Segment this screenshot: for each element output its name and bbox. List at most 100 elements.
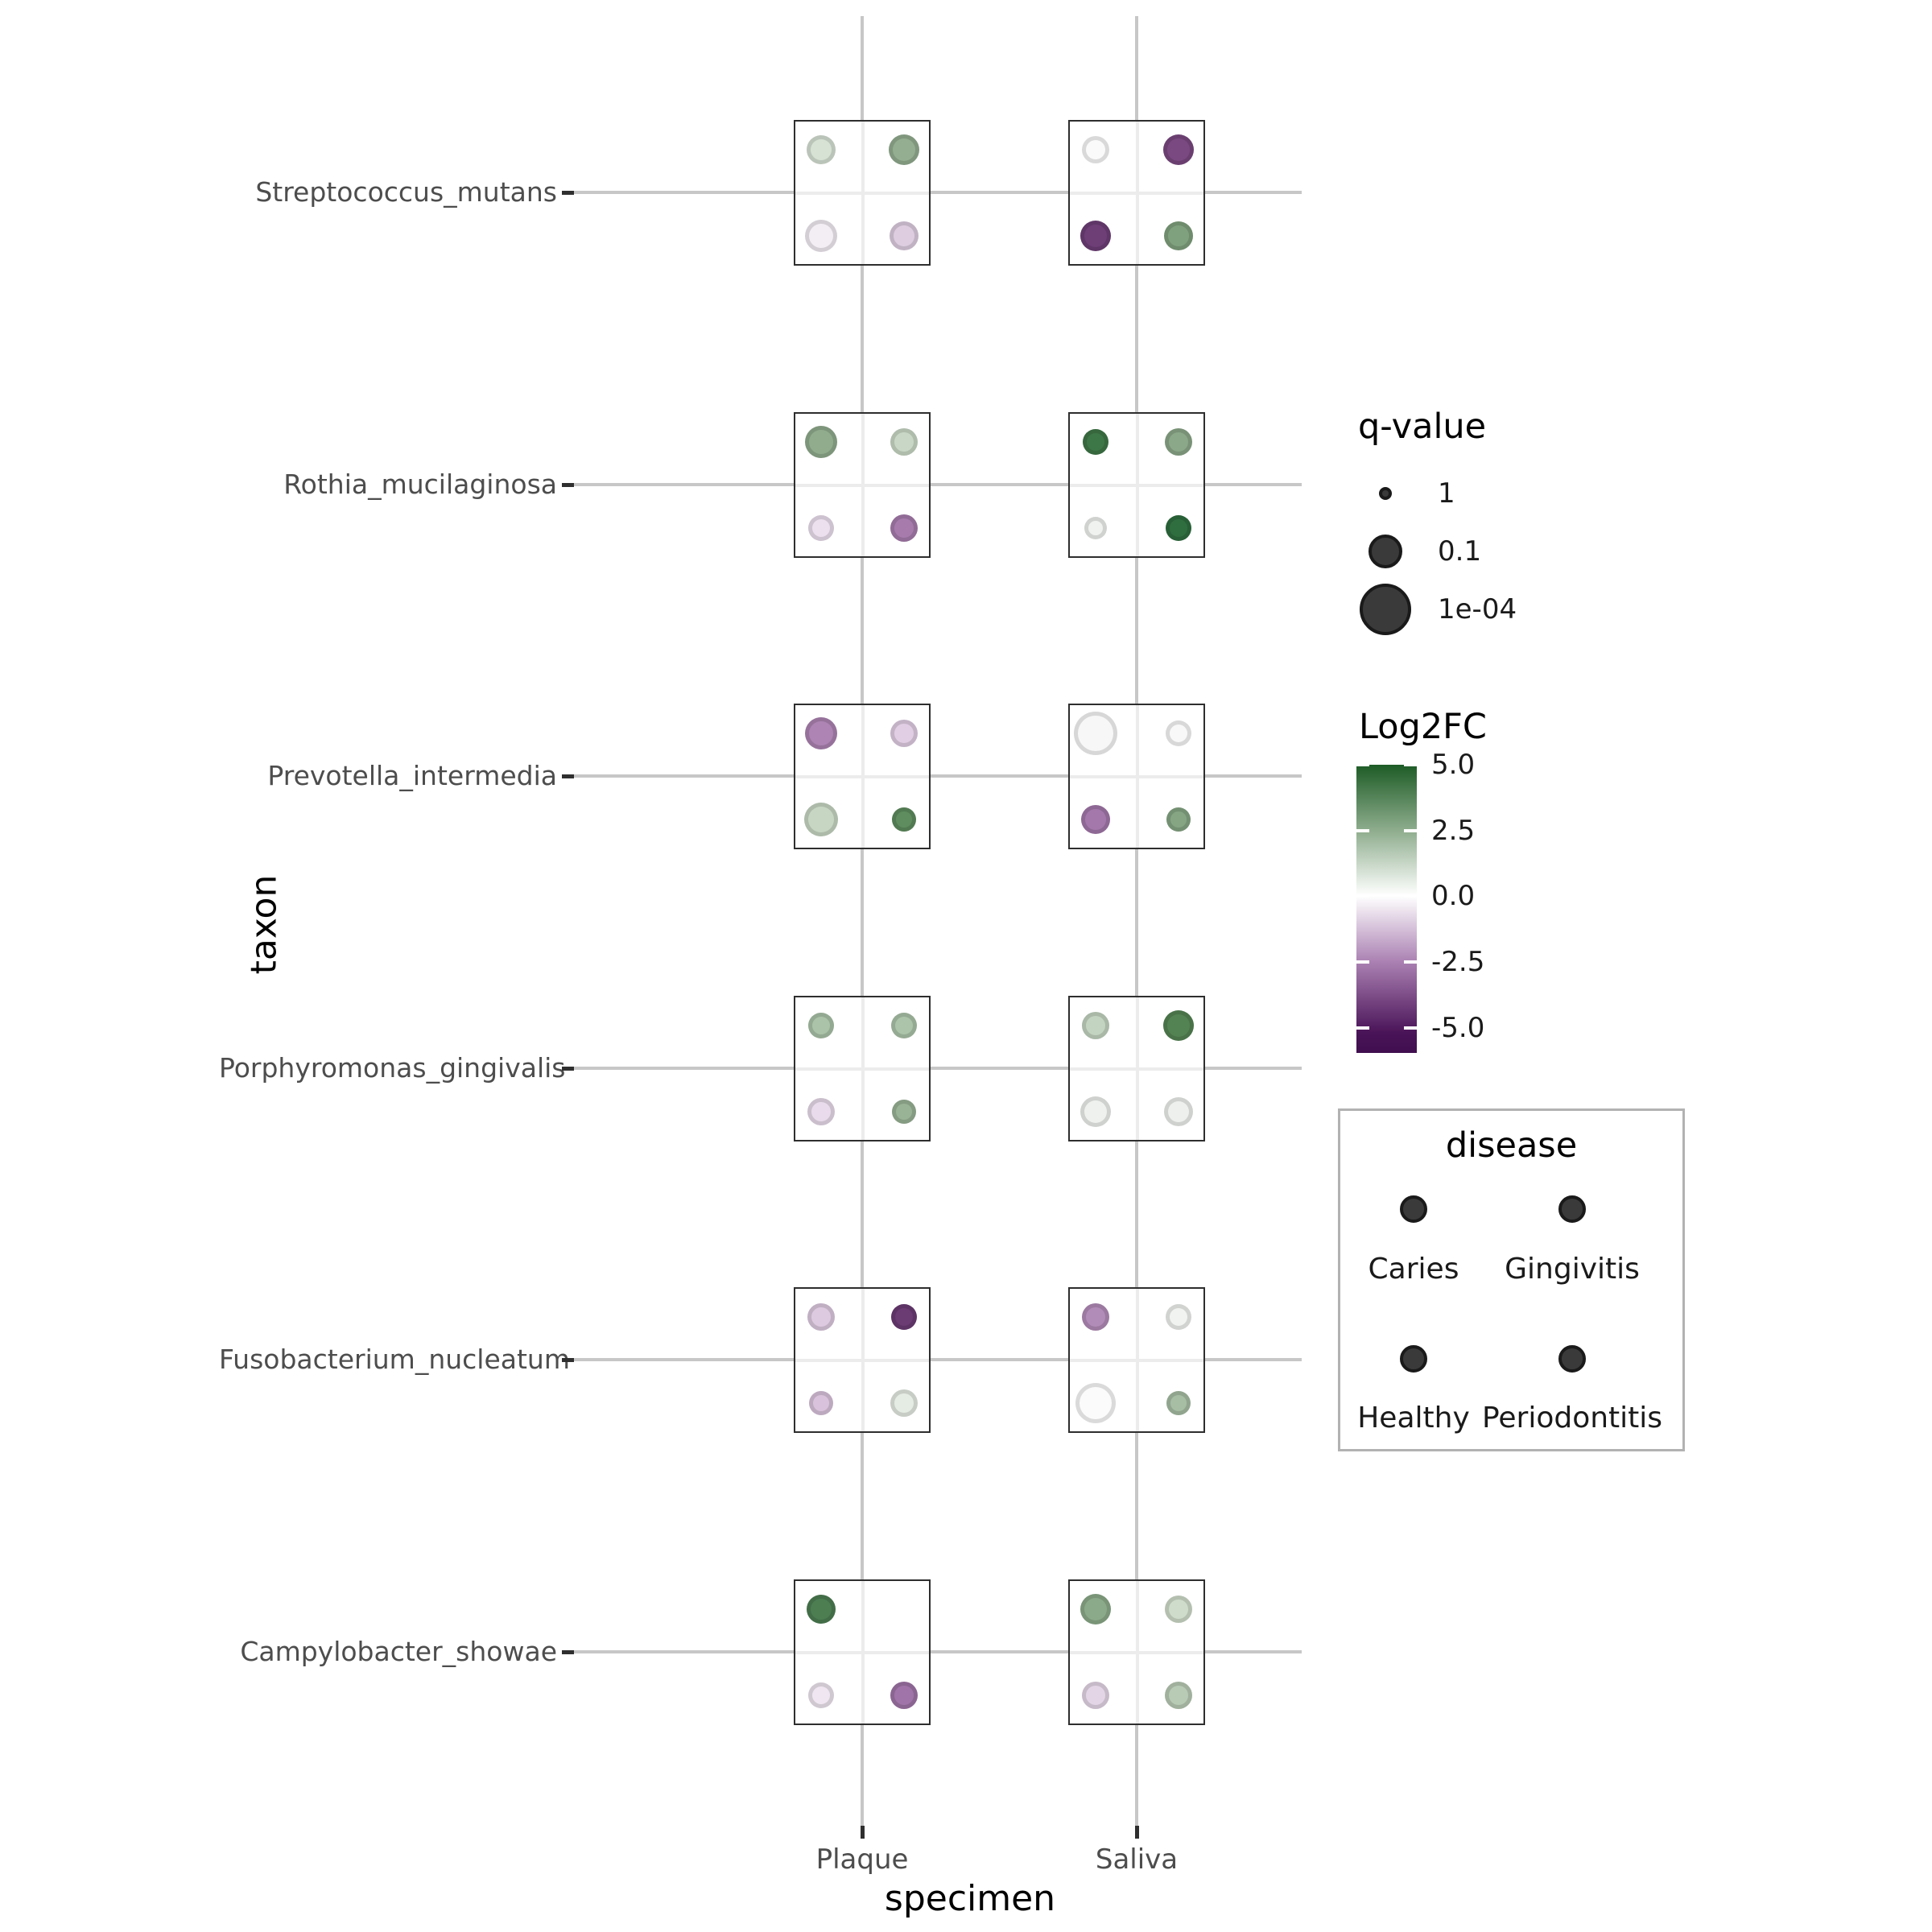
disease-legend-title: disease — [1445, 1125, 1578, 1166]
dot-streptococcus_mutans-saliva-healthy — [1080, 220, 1111, 251]
disease-legend-dot-periodontitis — [1558, 1345, 1586, 1373]
colorbar-notch — [1356, 763, 1369, 766]
facet-inner-hline — [1070, 1359, 1203, 1362]
dot-streptococcus_mutans-plaque-healthy — [804, 219, 837, 252]
disease-legend-label-periodontitis: Periodontitis — [1481, 1402, 1663, 1435]
colorbar-tick--5.0: -5.0 — [1431, 1012, 1485, 1044]
dot-fusobacterium_nucleatum-plaque-healthy — [808, 1390, 833, 1415]
dot-rothia_mucilaginosa-saliva-gingivitis — [1164, 427, 1192, 456]
y-axis-title: taxon — [243, 874, 285, 975]
colorbar-title: Log2FC — [1359, 707, 1487, 747]
dot-rothia_mucilaginosa-saliva-healthy — [1084, 516, 1107, 539]
facet-inner-hline — [795, 775, 929, 778]
disease-legend-label-caries: Caries — [1368, 1253, 1459, 1286]
colorbar — [1356, 765, 1417, 1053]
dot-prevotella_intermedia-saliva-periodontitis — [1166, 807, 1191, 832]
dot-fusobacterium_nucleatum-saliva-periodontitis — [1166, 1390, 1191, 1415]
y-tick-label-rothia_mucilaginosa: Rothia_mucilaginosa — [283, 469, 557, 500]
colorbar-notch — [1404, 960, 1417, 964]
dot-porphyromonas_gingivalis-plaque-periodontitis — [891, 1099, 916, 1124]
dot-campylobacter_showae-saliva-gingivitis — [1164, 1595, 1192, 1623]
y-tick-fusobacterium_nucleatum — [562, 1357, 574, 1362]
x-axis-title: specimen — [884, 1878, 1056, 1919]
facet-inner-hline — [1070, 775, 1203, 778]
y-tick-campylobacter_showae — [562, 1649, 574, 1654]
x-tick-saliva — [1134, 1826, 1139, 1839]
dot-porphyromonas_gingivalis-plaque-caries — [807, 1012, 834, 1038]
y-tick-porphyromonas_gingivalis — [562, 1066, 574, 1071]
dot-streptococcus_mutans-saliva-periodontitis — [1163, 221, 1193, 250]
horizontal-gridline-rothia_mucilaginosa — [573, 483, 1302, 486]
disease-legend-dot-gingivitis — [1558, 1195, 1586, 1223]
dot-prevotella_intermedia-plaque-caries — [804, 716, 837, 749]
colorbar-tick-2.5: 2.5 — [1431, 815, 1476, 847]
size-legend-dot-1e-04 — [1360, 584, 1411, 635]
dot-porphyromonas_gingivalis-saliva-caries — [1081, 1011, 1109, 1039]
dot-rothia_mucilaginosa-plaque-periodontitis — [890, 514, 918, 542]
vertical-gridline-plaque — [861, 16, 864, 1826]
colorbar-tick--2.5: -2.5 — [1431, 946, 1485, 978]
dot-porphyromonas_gingivalis-plaque-gingivitis — [890, 1012, 917, 1038]
dot-fusobacterium_nucleatum-plaque-periodontitis — [890, 1389, 918, 1417]
colorbar-tick-5.0: 5.0 — [1431, 749, 1476, 781]
dot-porphyromonas_gingivalis-saliva-gingivitis — [1162, 1009, 1194, 1041]
size-legend-dot-1 — [1379, 487, 1392, 500]
facet-inner-hline — [795, 1651, 929, 1654]
dot-porphyromonas_gingivalis-plaque-healthy — [807, 1097, 835, 1125]
dot-prevotella_intermedia-saliva-caries — [1073, 711, 1117, 755]
disease-legend-label-gingivitis: Gingivitis — [1505, 1253, 1640, 1286]
x-tick-label-saliva: Saliva — [1095, 1843, 1179, 1876]
dot-porphyromonas_gingivalis-saliva-healthy — [1080, 1096, 1111, 1127]
horizontal-gridline-streptococcus_mutans — [573, 191, 1302, 194]
facet-inner-hline — [1070, 1651, 1203, 1654]
dot-campylobacter_showae-plaque-periodontitis — [890, 1681, 918, 1709]
dot-prevotella_intermedia-saliva-healthy — [1080, 804, 1110, 834]
size-legend-label-1: 1 — [1438, 477, 1455, 510]
dot-prevotella_intermedia-plaque-periodontitis — [891, 807, 916, 832]
y-tick-label-streptococcus_mutans: Streptococcus_mutans — [255, 176, 557, 208]
dot-rothia_mucilaginosa-saliva-periodontitis — [1165, 514, 1191, 541]
y-tick-streptococcus_mutans — [562, 190, 574, 195]
colorbar-notch — [1356, 828, 1369, 832]
dot-prevotella_intermedia-plaque-gingivitis — [890, 719, 918, 747]
colorbar-notch — [1404, 763, 1417, 766]
colorbar-notch — [1404, 828, 1417, 832]
dot-streptococcus_mutans-saliva-caries — [1081, 135, 1109, 163]
dot-streptococcus_mutans-saliva-gingivitis — [1162, 134, 1194, 165]
colorbar-notch — [1404, 894, 1417, 898]
size-legend-label-1e-04: 1e-04 — [1438, 593, 1517, 625]
y-tick-label-fusobacterium_nucleatum: Fusobacterium_nucleatum — [219, 1344, 570, 1375]
disease-legend-dot-caries — [1400, 1195, 1427, 1223]
dot-fusobacterium_nucleatum-saliva-healthy — [1075, 1382, 1116, 1423]
horizontal-gridline-prevotella_intermedia — [573, 774, 1302, 778]
dot-campylobacter_showae-plaque-caries — [806, 1594, 836, 1624]
dot-streptococcus_mutans-plaque-gingivitis — [888, 134, 919, 165]
dot-streptococcus_mutans-plaque-caries — [806, 134, 836, 164]
dot-fusobacterium_nucleatum-saliva-caries — [1081, 1302, 1109, 1331]
horizontal-gridline-porphyromonas_gingivalis — [573, 1067, 1302, 1070]
dot-campylobacter_showae-saliva-healthy — [1081, 1681, 1109, 1709]
y-tick-rothia_mucilaginosa — [562, 482, 574, 487]
colorbar-tick-0.0: 0.0 — [1431, 880, 1476, 912]
dot-fusobacterium_nucleatum-plaque-gingivitis — [890, 1303, 917, 1330]
size-legend-dot-0.1 — [1368, 535, 1402, 568]
disease-legend-label-healthy: Healthy — [1357, 1402, 1470, 1435]
colorbar-notch — [1404, 1026, 1417, 1030]
size-legend-title: q-value — [1358, 407, 1487, 447]
x-tick-label-plaque: Plaque — [815, 1843, 909, 1876]
y-tick-label-campylobacter_showae: Campylobacter_showae — [240, 1636, 557, 1667]
dot-campylobacter_showae-plaque-healthy — [807, 1682, 834, 1708]
dot-prevotella_intermedia-saliva-gingivitis — [1165, 720, 1191, 746]
dot-campylobacter_showae-saliva-periodontitis — [1164, 1681, 1192, 1709]
facet-inner-hline — [1070, 484, 1203, 487]
facet-inner-hline — [795, 1067, 929, 1071]
dot-campylobacter_showae-saliva-caries — [1080, 1593, 1111, 1624]
colorbar-notch — [1356, 960, 1369, 964]
facet-inner-hline — [795, 192, 929, 195]
dot-streptococcus_mutans-plaque-periodontitis — [889, 221, 919, 250]
y-tick-label-prevotella_intermedia: Prevotella_intermedia — [267, 760, 557, 791]
facet-inner-hline — [1070, 1067, 1203, 1071]
dot-rothia_mucilaginosa-plaque-healthy — [807, 514, 834, 541]
disease-legend-box — [1338, 1108, 1685, 1451]
